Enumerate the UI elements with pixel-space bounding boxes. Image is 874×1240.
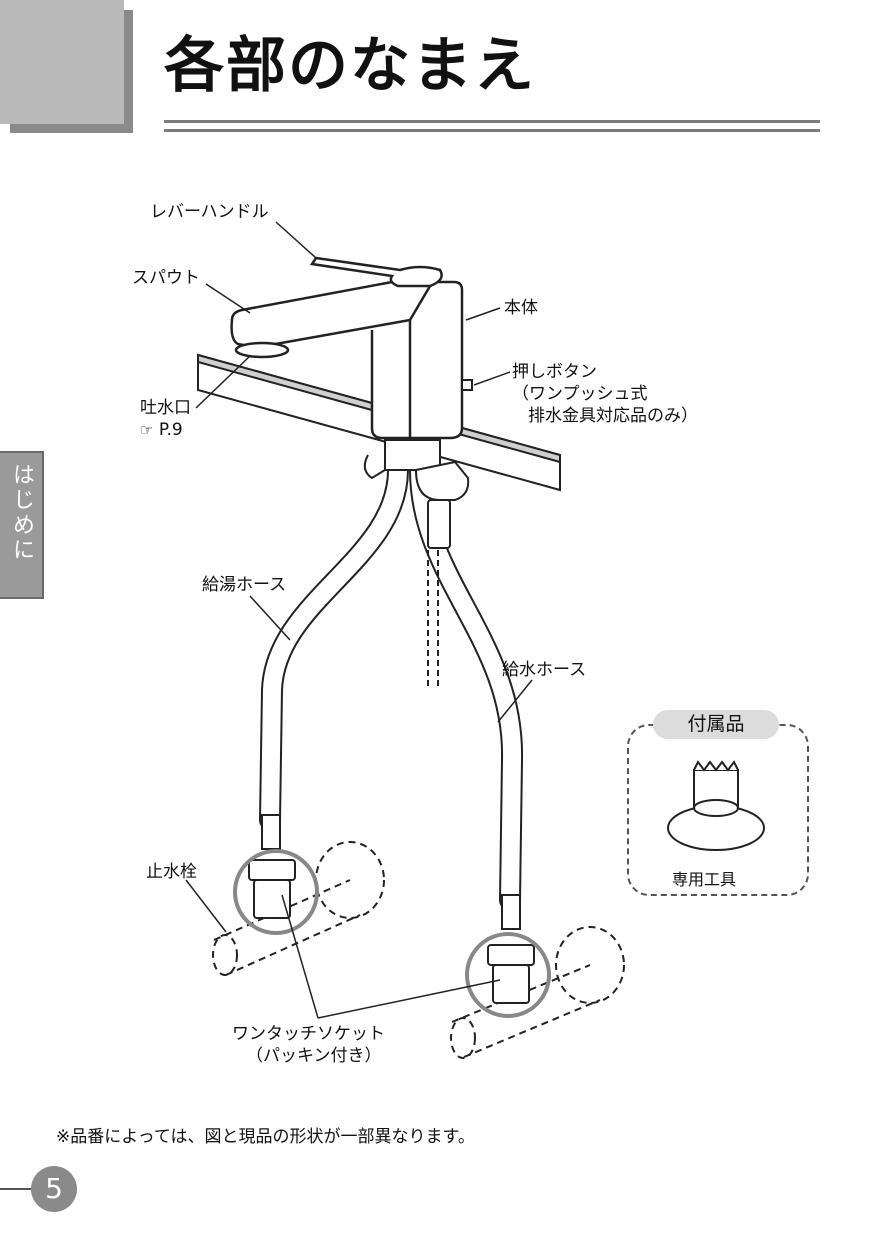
corner-main <box>0 0 124 124</box>
page-number-line <box>0 1188 40 1190</box>
hot-hose <box>259 459 409 831</box>
title-rule <box>164 129 820 132</box>
header-corner-block <box>0 0 133 133</box>
label-push-button-note: 排水金具対応品のみ） <box>528 406 698 426</box>
label-hot-hose: 給湯ホース <box>202 575 287 595</box>
leader-lines <box>185 221 533 1019</box>
hose-connectors <box>261 814 521 930</box>
label-socket: ワンタッチソケット <box>232 1024 385 1044</box>
section-tab-label: はじめに <box>9 463 34 563</box>
label-lever-handle: レバーハンドル <box>150 202 269 222</box>
footnote: ※品番によっては、図と現品の形状が一部異なります。 <box>56 1127 475 1147</box>
one-touch-socket-right <box>487 944 535 1004</box>
faucet-body <box>230 280 464 440</box>
lever-handle <box>309 256 443 288</box>
special-tool <box>667 760 765 851</box>
cold-hose <box>409 459 524 911</box>
title-rule <box>164 120 820 123</box>
accessory-caption: 専用工具 <box>672 870 737 889</box>
label-spout: スパウト <box>132 268 200 288</box>
label-socket-note: （パッキン付き） <box>246 1046 382 1066</box>
socket-highlight-left <box>233 849 319 935</box>
label-stop-valve: 止水栓 <box>146 862 197 882</box>
label-push-button-note: （ワンプッシュ式 <box>512 384 648 404</box>
label-outlet-ref: ☞ P.9 <box>140 420 183 440</box>
push-button <box>461 379 473 391</box>
section-tab: はじめに <box>0 451 44 599</box>
page-number: 5 <box>31 1166 77 1212</box>
one-touch-socket-left <box>248 859 296 919</box>
mounting-bracket <box>363 439 470 501</box>
drain-pipe <box>427 540 439 690</box>
outlet-ref-page: P.9 <box>158 420 183 440</box>
page-title: 各部のなまえ <box>164 31 536 101</box>
label-push-button: 押しボタン <box>512 362 597 382</box>
label-body: 本体 <box>504 298 538 318</box>
label-outlet: 吐水口 <box>140 398 191 418</box>
drain-fitting <box>427 499 451 549</box>
pointing-hand-icon: ☞ <box>140 421 154 439</box>
accessory-title: 付属品 <box>653 710 779 739</box>
label-cold-hose: 給水ホース <box>502 660 587 680</box>
socket-highlight-right <box>465 932 551 1018</box>
